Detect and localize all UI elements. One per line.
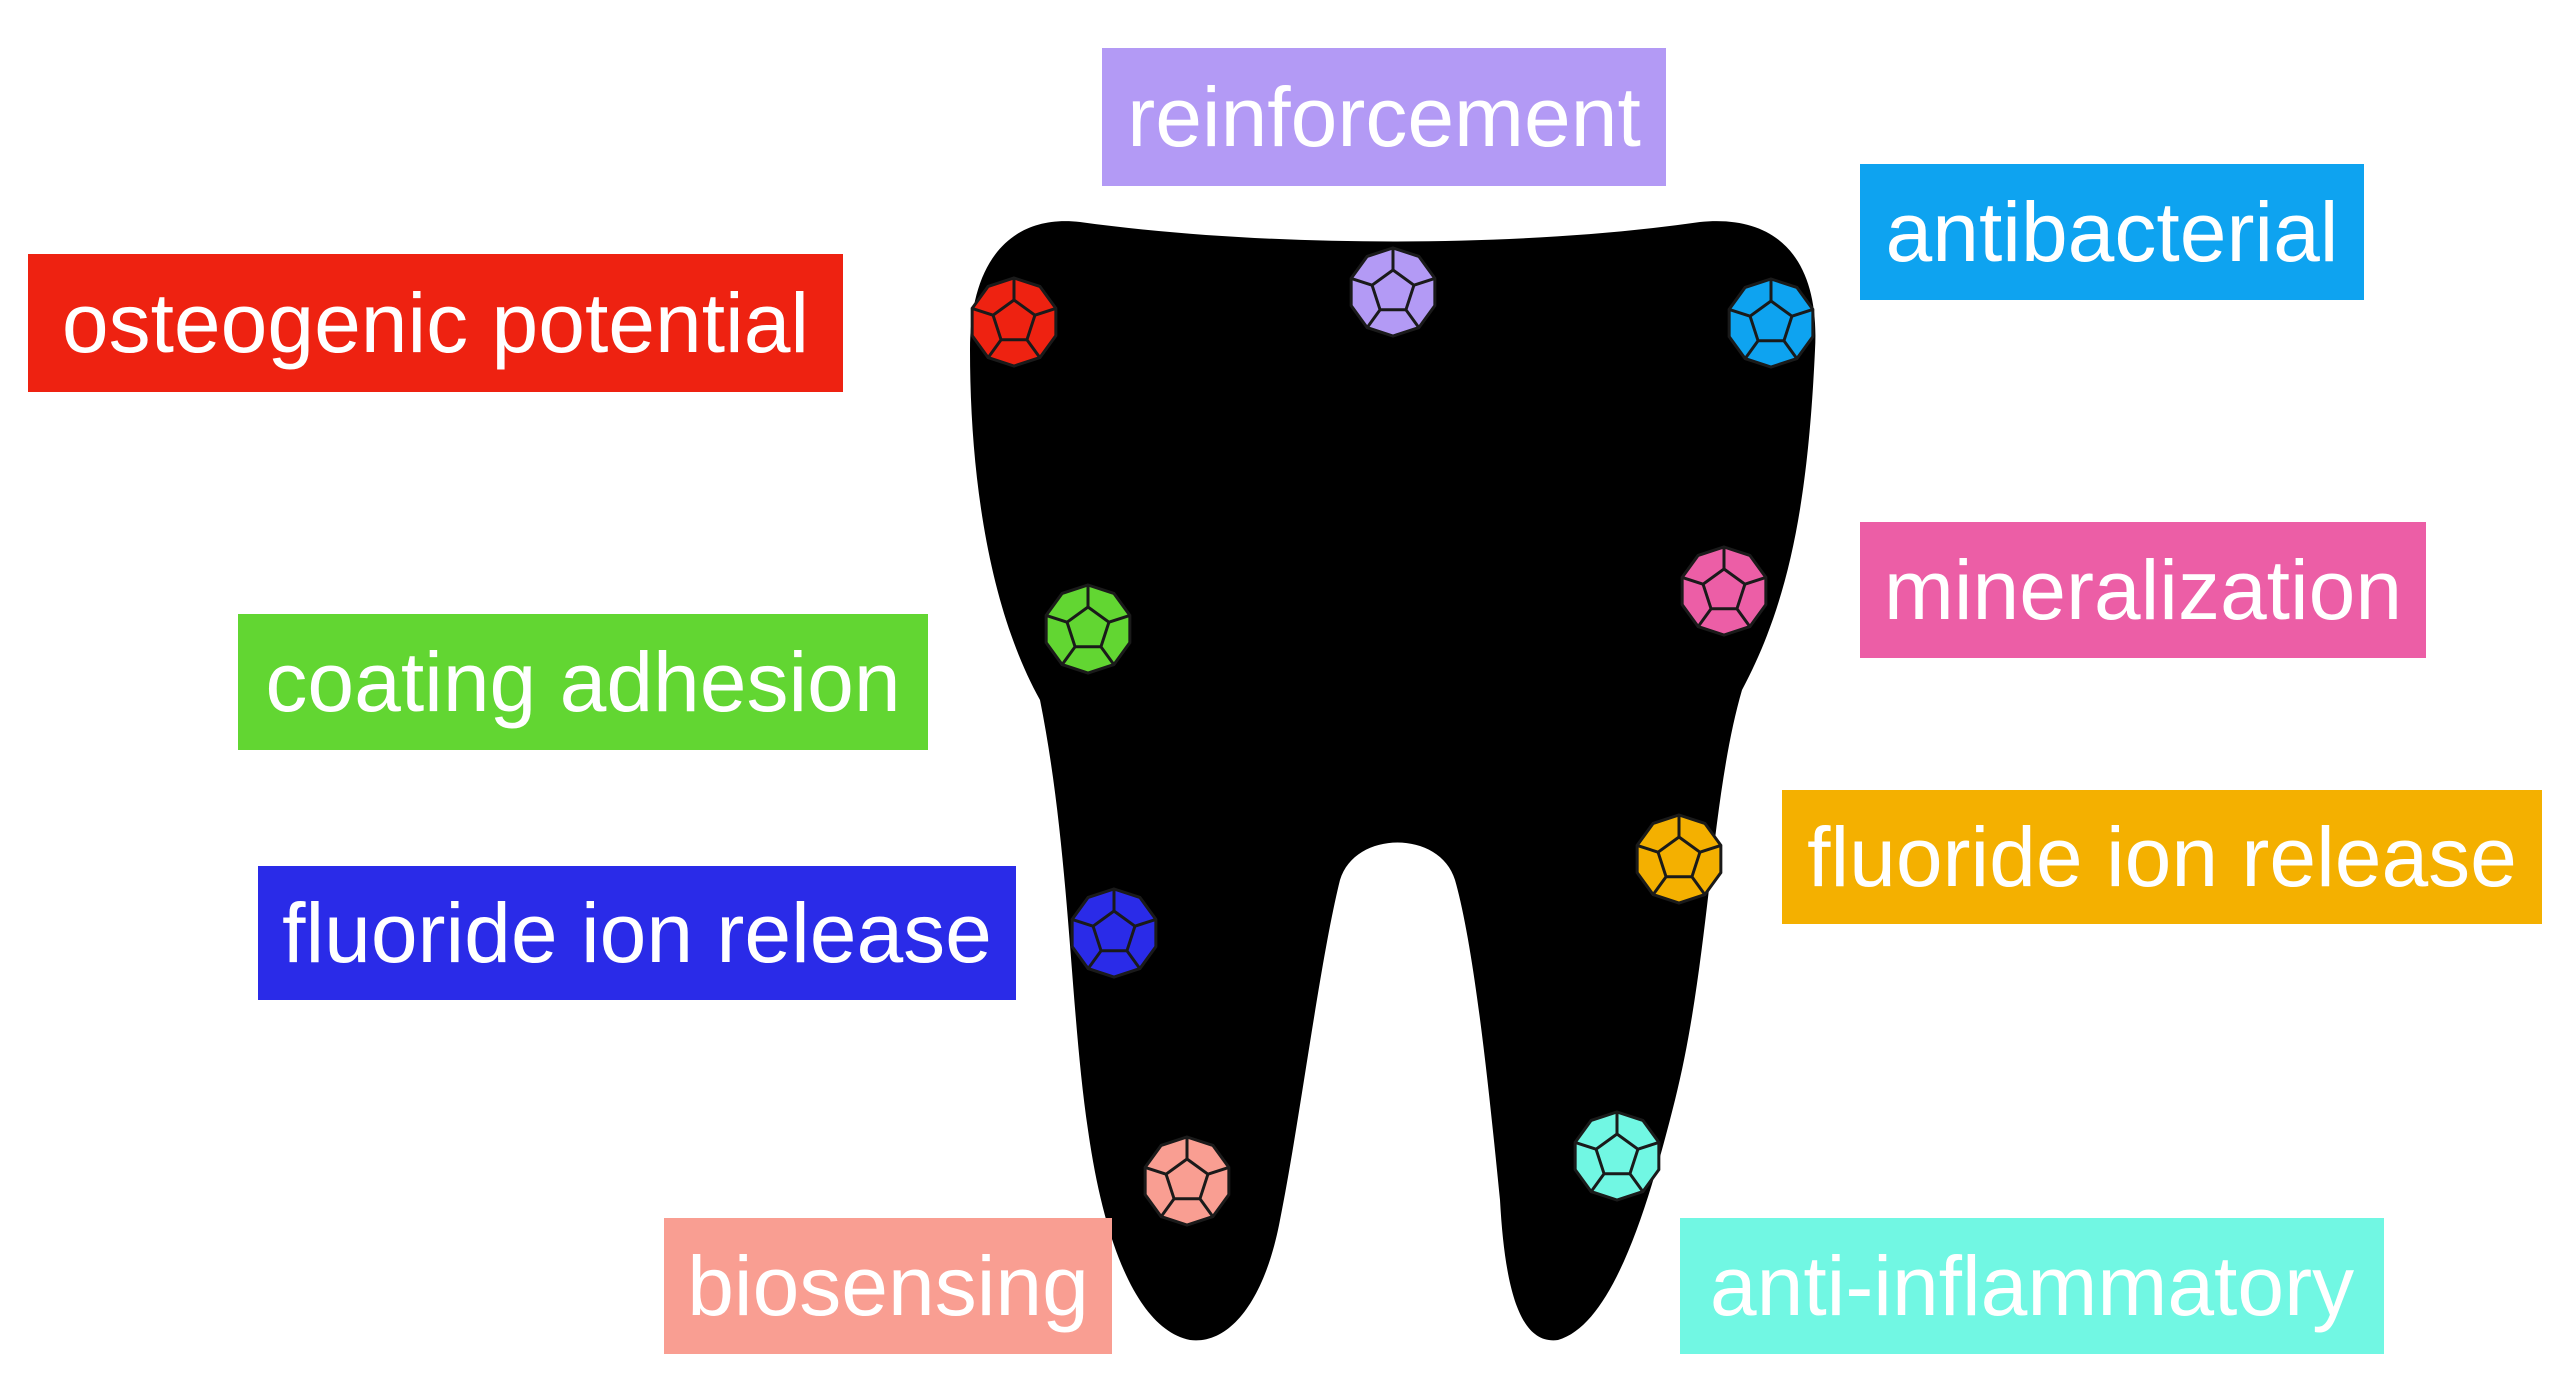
particle-anti-inflammatory (1573, 1110, 1661, 1202)
particle-fluoride-ion-release-right (1635, 813, 1723, 905)
label-fluoride-ion-release-left: fluoride ion release (258, 866, 1016, 1000)
particle-osteogenic-potential (970, 276, 1058, 368)
particle-reinforcement (1349, 246, 1437, 338)
label-reinforcement: reinforcement (1102, 48, 1666, 186)
label-mineralization: mineralization (1860, 522, 2426, 658)
label-osteogenic-potential: osteogenic potential (28, 254, 843, 392)
label-biosensing: biosensing (664, 1218, 1112, 1354)
label-fluoride-ion-release-right: fluoride ion release (1782, 790, 2542, 924)
particle-coating-adhesion (1044, 583, 1132, 675)
particle-biosensing (1143, 1135, 1231, 1227)
particle-fluoride-ion-release-left (1070, 887, 1158, 979)
tooth-silhouette (970, 221, 1816, 1341)
particle-mineralization (1680, 545, 1768, 637)
label-anti-inflammatory: anti-inflammatory (1680, 1218, 2384, 1354)
label-coating-adhesion: coating adhesion (238, 614, 928, 750)
particle-antibacterial (1727, 277, 1815, 369)
label-antibacterial: antibacterial (1860, 164, 2364, 300)
